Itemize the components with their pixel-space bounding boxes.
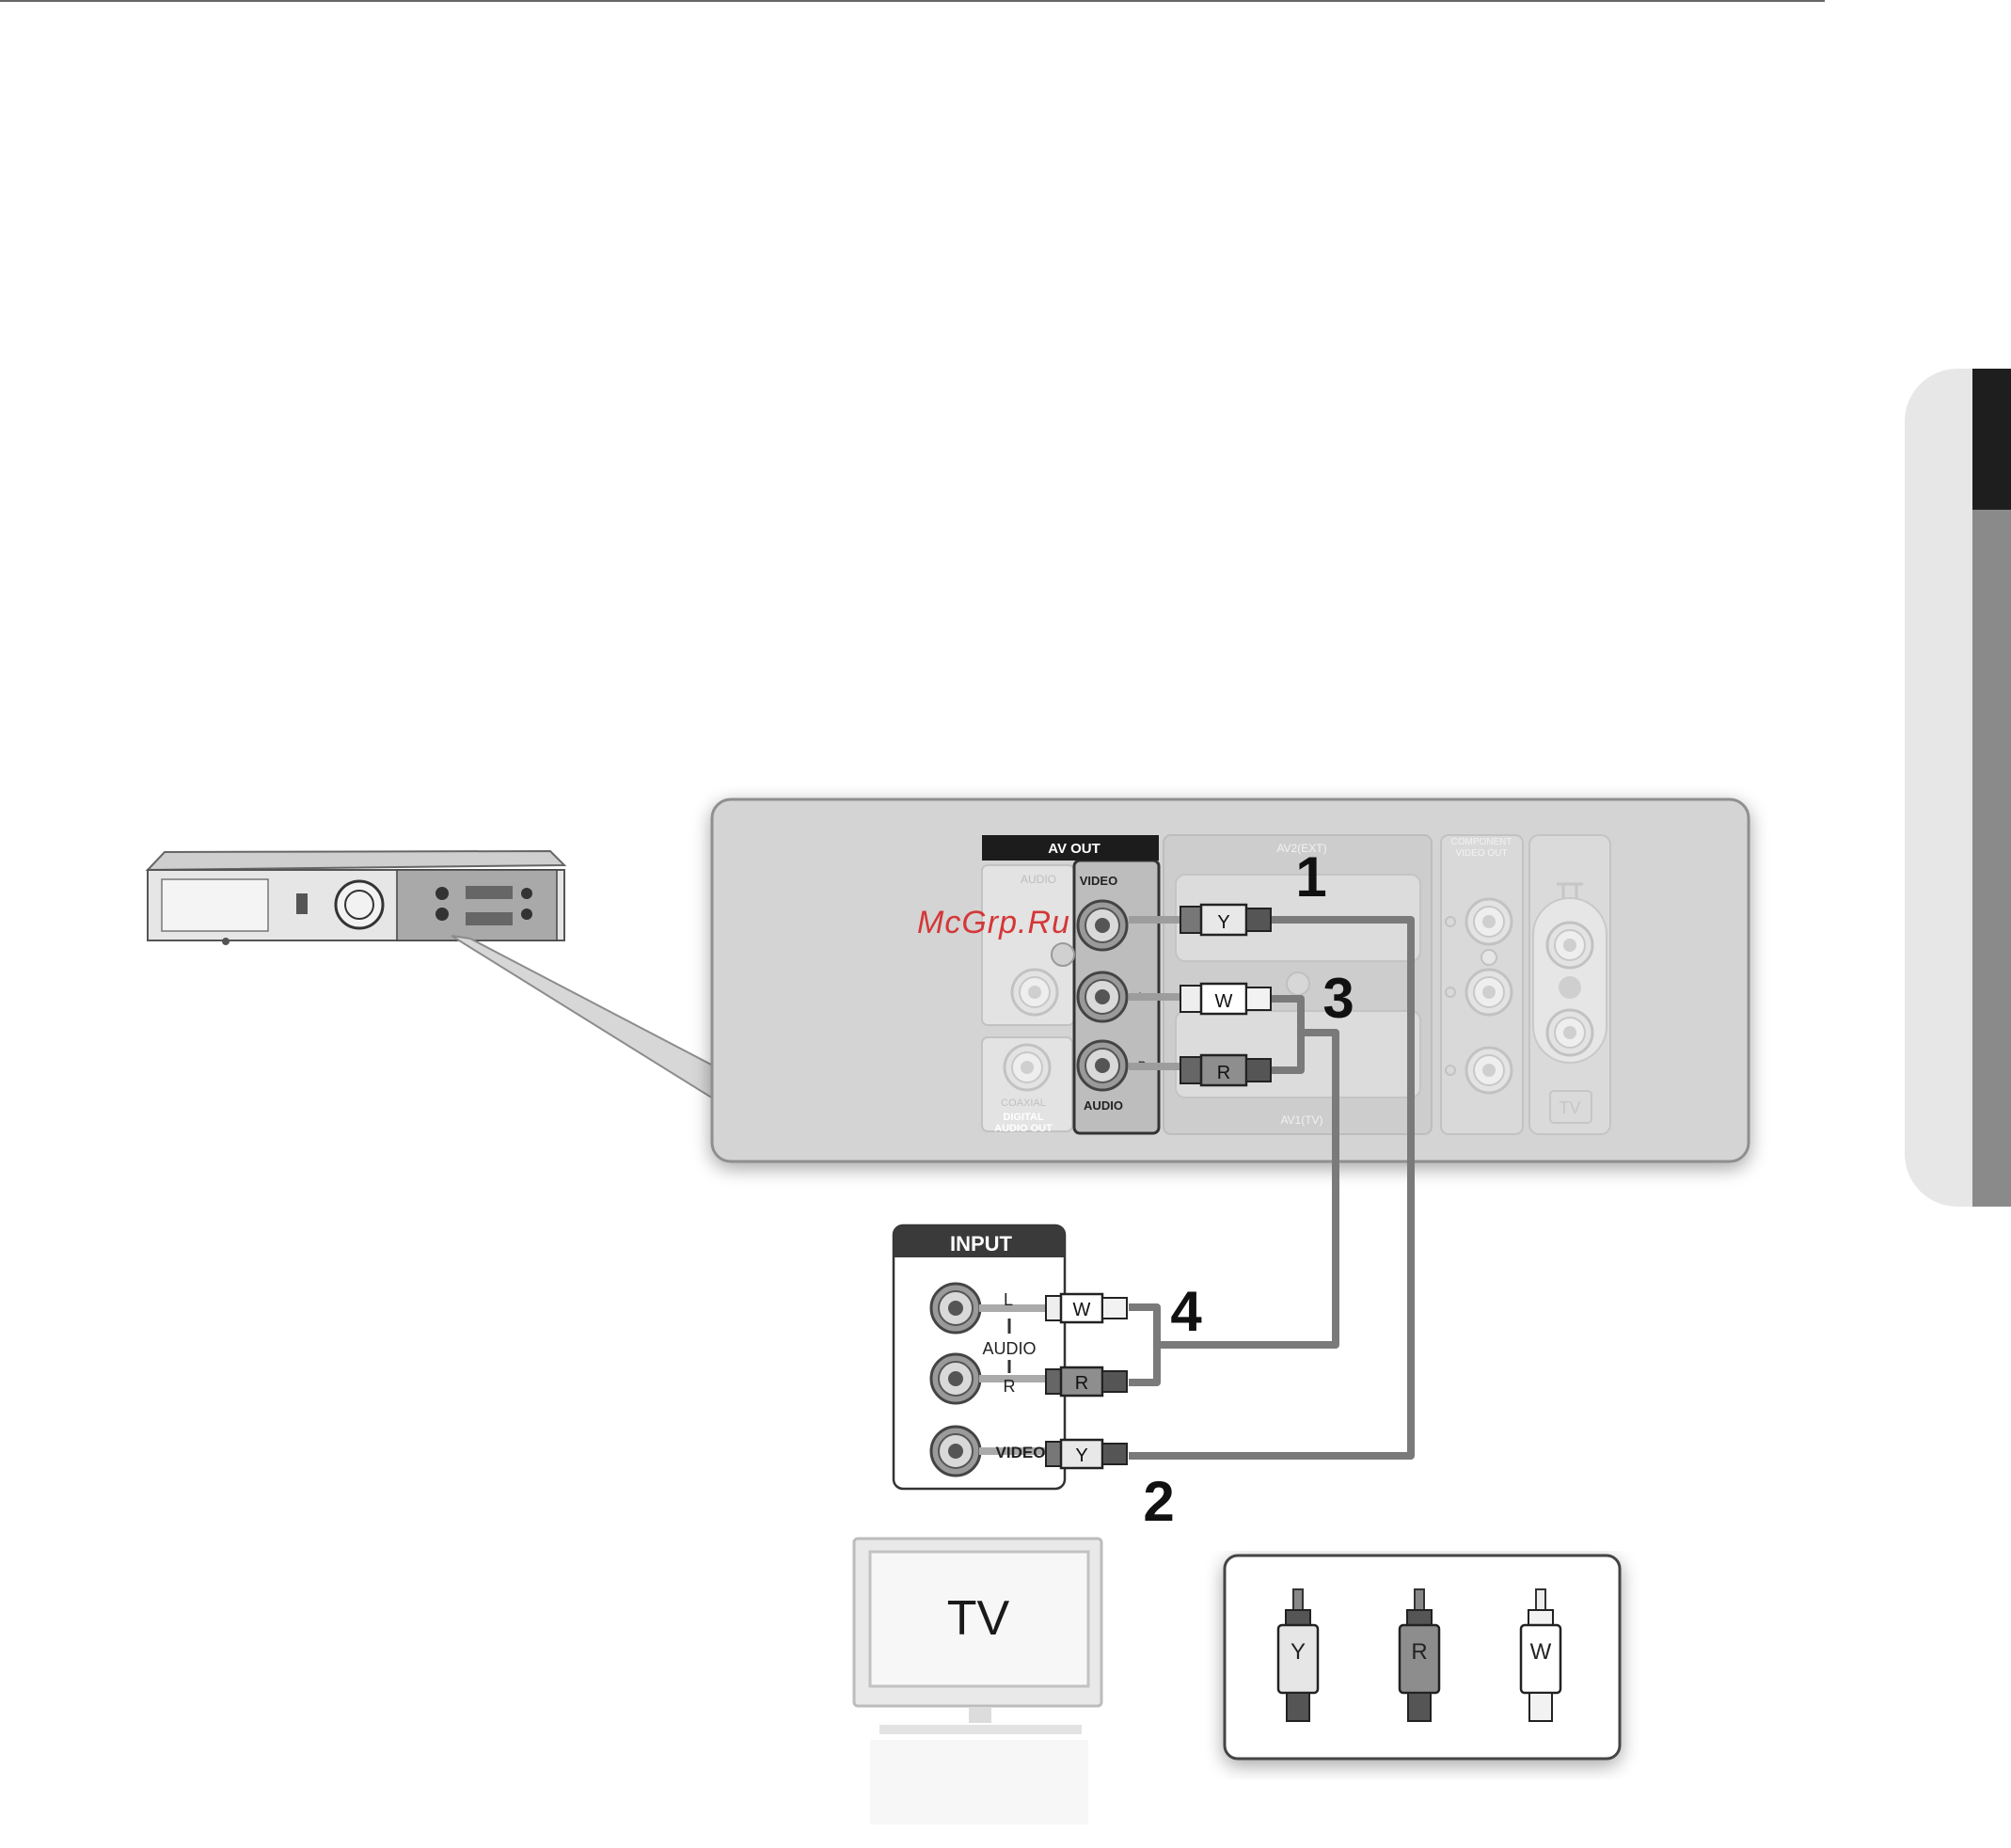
plug-r-input-label: R [1075,1373,1088,1394]
av1-label: AV1(TV) [1280,1114,1322,1127]
component-label-1: COMPONENT [1451,837,1512,847]
watermark-text: McGrp.Ru [917,905,1070,941]
plug-y-input-label: Y [1075,1445,1087,1466]
plug-y-panel-label: Y [1217,912,1229,933]
video-label: VIDEO [1080,874,1117,888]
input-r-label: R [1004,1377,1016,1396]
audio-faded-label: AUDIO [1021,873,1056,886]
step-3: 3 [1322,967,1354,1030]
av-out-label: AV OUT [1048,841,1101,857]
dvd-recorder-device [148,851,564,945]
tv-connector-label: TV [1559,1098,1580,1117]
legend-w-label: W [1530,1639,1552,1665]
legend-r-label: R [1411,1639,1427,1665]
zoom-wedge [451,936,713,1098]
step-4: 4 [1170,1280,1202,1343]
step-1: 1 [1295,845,1326,908]
input-title: INPUT [950,1232,1013,1256]
digital-audio-label-2: AUDIO OUT [994,1123,1053,1134]
input-l-label: L [1004,1290,1013,1309]
plug-w-input-label: W [1073,1300,1091,1320]
rear-panel [712,799,1749,1161]
component-label-2: VIDEO OUT [1455,848,1507,859]
plug-r-panel-label: R [1217,1063,1230,1083]
audio-label: AUDIO [1084,1098,1123,1113]
input-audio-label: AUDIO [982,1339,1036,1358]
tv-illustration [854,1539,1101,1824]
digital-audio-label-1: DIGITAL [1003,1112,1043,1123]
plug-w-panel-label: W [1215,991,1233,1012]
step-2: 2 [1143,1470,1174,1533]
tv-label: TV [947,1591,1010,1646]
coaxial-label: COAXIAL [1001,1098,1046,1109]
legend-y-label: Y [1291,1639,1306,1665]
input-video-label: VIDEO [996,1444,1046,1461]
